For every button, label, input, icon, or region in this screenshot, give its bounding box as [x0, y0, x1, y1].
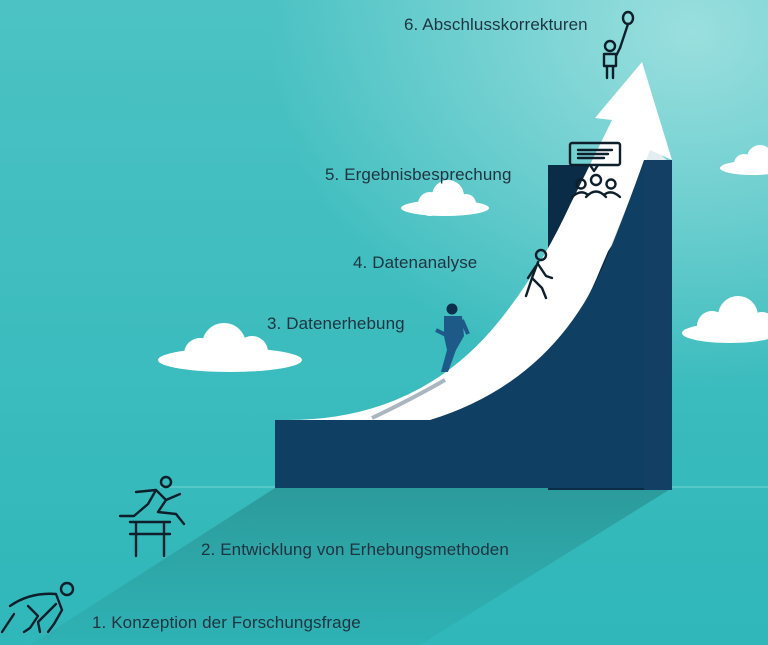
running-person-figure — [371, 303, 470, 420]
crouching-start-runner-icon — [0, 581, 75, 634]
cloud-middle — [401, 180, 489, 216]
cloud-right-lower — [682, 296, 768, 343]
hurdle-jumper-icon — [118, 475, 186, 558]
low-block-front — [275, 420, 430, 488]
step-3-label: 3. Datenerhebung — [267, 314, 405, 333]
step-1-label: 1. Konzeption der Forschungsfrage — [92, 613, 361, 632]
step-5-label: 5. Ergebnisbesprechung — [325, 165, 512, 184]
step-2-label: 2. Entwicklung von Erhebungsmethoden — [201, 540, 509, 559]
group-discussion-icon — [568, 141, 622, 199]
step-6-label: 6. Abschlusskorrekturen — [404, 15, 588, 34]
step-4-label: 4. Datenanalyse — [353, 253, 478, 272]
cast-shadow — [30, 488, 672, 645]
main-block-face — [430, 160, 644, 488]
walking-person-icon — [524, 248, 554, 300]
cloud-right-upper — [720, 145, 768, 175]
main-block-side — [644, 160, 672, 488]
person-with-balloon-icon — [602, 10, 635, 80]
cloud-left — [158, 323, 302, 372]
growth-arrow — [288, 62, 672, 422]
